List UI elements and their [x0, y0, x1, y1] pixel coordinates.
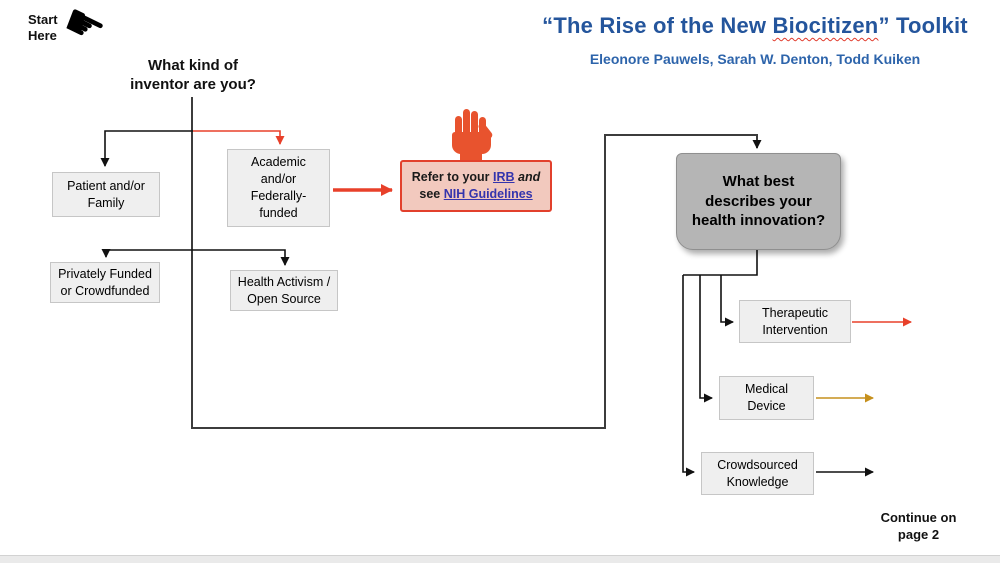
- branch-patient: [100, 130, 193, 167]
- node-therapeutic-intervention: Therapeutic Intervention: [739, 300, 851, 343]
- node-patient-family: Patient and/or Family: [52, 172, 160, 217]
- continue-on-page2: Continue on page 2: [880, 510, 957, 542]
- branch-therapeutic: [720, 275, 734, 327]
- refer-text: Refer to your: [411, 170, 494, 185]
- refer-irb-box: Refer to your IRB and see NIH Guidelines: [400, 160, 552, 212]
- question-innovation-box: What best describes your health innovati…: [676, 153, 841, 250]
- slide-title: “The Rise of the New Biocitizen” Toolkit: [520, 13, 990, 39]
- node-crowdsourced-knowledge: Crowdsourced Knowledge: [701, 452, 814, 495]
- node-label: Crowdsourced Knowledge: [717, 457, 798, 489]
- node-label: Therapeutic Intervention: [761, 305, 828, 337]
- branch-academic-red: [193, 130, 285, 145]
- refer-line-1: Refer to your IRB and: [412, 169, 541, 186]
- refer-line-2: see NIH Guidelines: [419, 186, 532, 203]
- node-label: Privately Funded or Crowdfunded: [58, 266, 152, 298]
- stop-hand-icon: [452, 109, 493, 162]
- node-label: Health Activism / Open Source: [237, 274, 331, 306]
- node-medical-device: Medical Device: [719, 376, 814, 420]
- refer-text: see: [419, 187, 444, 201]
- pointing-hand-icon: ☛: [54, 0, 115, 58]
- node-label: Academic and/or Federally-funded: [250, 155, 307, 220]
- nih-guidelines-link[interactable]: NIH Guidelines: [443, 187, 533, 201]
- branch-privately: [101, 249, 192, 258]
- branch-crowdsourced: [682, 275, 695, 477]
- title-prefix: “The Rise of the New: [542, 13, 773, 38]
- title-suffix: ” Toolkit: [878, 13, 968, 38]
- refer-text-italic: and: [514, 170, 541, 185]
- start-here-label: Start Here: [28, 12, 58, 43]
- node-label: Medical Device: [744, 382, 789, 413]
- question-box-down: [683, 250, 758, 276]
- irb-link[interactable]: IRB: [493, 170, 515, 185]
- slide-bottom-edge: [0, 555, 1000, 563]
- question-innovation-label: What best describes your health innovati…: [691, 173, 826, 230]
- node-privately-funded: Privately Funded or Crowdfunded: [50, 262, 160, 303]
- node-health-activism: Health Activism / Open Source: [230, 270, 338, 311]
- question-inventor: What kind of inventor are you?: [130, 57, 256, 93]
- branch-health-activism: [192, 249, 290, 266]
- authors-line: Eleonore Pauwels, Sarah W. Denton, Todd …: [589, 51, 921, 67]
- node-label: Patient and/or Family: [67, 178, 145, 210]
- branch-medical: [699, 275, 713, 403]
- node-academic-federal: Academic and/or Federally-funded: [227, 149, 330, 227]
- title-flagged-word: Biocitizen: [772, 13, 879, 38]
